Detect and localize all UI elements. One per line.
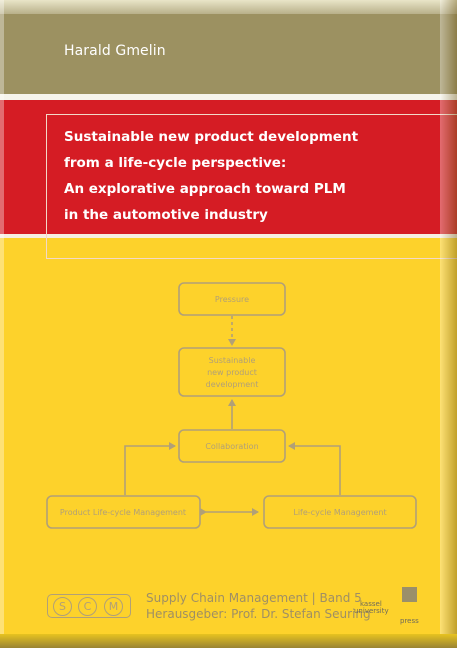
divider-stripe <box>0 94 457 100</box>
title-line: Sustainable new product development <box>64 129 359 145</box>
snpd-label-line: Sustainable <box>209 356 256 365</box>
snpd-label-line: development <box>206 380 259 389</box>
top-bevel <box>0 0 457 14</box>
series-line: Supply Chain Management | Band 5 <box>146 591 362 605</box>
scm-logo-letter: C <box>78 597 97 616</box>
elbow-arrow-left <box>124 442 176 495</box>
title-line: from a life-cycle perspective: <box>64 155 287 171</box>
snpd-box <box>178 347 286 397</box>
series-info: Supply Chain Management | Band 5 Herausg… <box>146 590 371 622</box>
elbow-arrow-right <box>288 442 341 495</box>
publisher-word: press <box>400 617 419 625</box>
right-edge <box>440 0 457 648</box>
bottom-edge <box>0 634 457 648</box>
author-name: Harald Gmelin <box>64 43 166 59</box>
scm-logo-letter: S <box>53 597 72 616</box>
collaboration-box <box>178 429 286 463</box>
divider-stripe <box>0 234 457 238</box>
scm-logo-letter: M <box>104 597 123 616</box>
snpd-label-line: new product <box>207 368 257 377</box>
editor-line: Herausgeber: Prof. Dr. Stefan Seuring <box>146 607 371 621</box>
publisher-word: university <box>354 607 389 615</box>
lcm-box <box>263 495 417 529</box>
title-line: in the automotive industry <box>64 207 268 223</box>
left-edge <box>0 0 4 648</box>
publisher-square-icon <box>402 587 417 602</box>
publisher-word: kassel <box>360 600 382 608</box>
publisher-logo: kassel university press <box>350 587 420 625</box>
pressure-box <box>178 282 286 316</box>
author-band <box>0 14 457 94</box>
collaboration-label: Collaboration <box>205 442 258 451</box>
title-line: An explorative approach toward PLM <box>64 181 346 197</box>
pressure-label: Pressure <box>215 295 249 304</box>
lcm-label: Life-cycle Management <box>293 508 386 517</box>
title-band <box>0 100 457 234</box>
book-title: Sustainable new product development from… <box>64 124 404 228</box>
plm-label: Product Life-cycle Management <box>60 508 186 517</box>
title-frame <box>46 114 457 259</box>
scm-logo: S C M <box>47 594 131 618</box>
